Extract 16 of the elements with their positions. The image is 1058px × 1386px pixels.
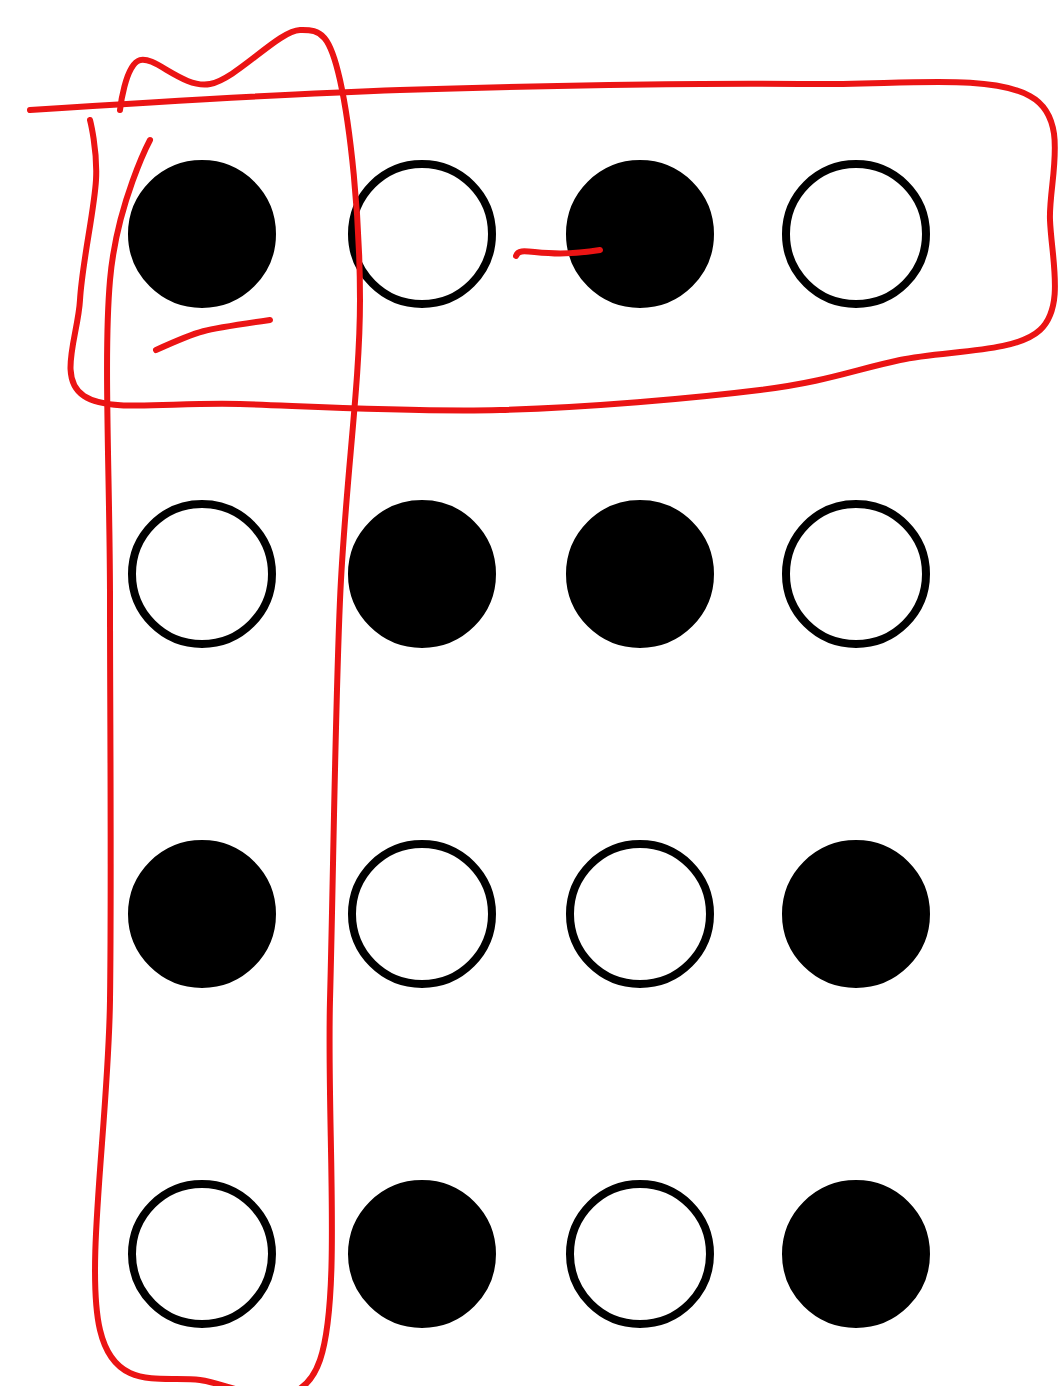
open-circle	[128, 500, 276, 648]
open-circle	[566, 1180, 714, 1328]
filled-circle	[566, 160, 714, 308]
open-circle	[566, 840, 714, 988]
open-circle	[782, 500, 930, 648]
filled-circle	[348, 1180, 496, 1328]
open-circle	[348, 840, 496, 988]
filled-circle	[348, 500, 496, 648]
open-circle	[782, 160, 930, 308]
open-circle	[348, 160, 496, 308]
filled-circle	[128, 840, 276, 988]
filled-circle	[128, 160, 276, 308]
filled-circle	[782, 840, 930, 988]
open-circle	[128, 1180, 276, 1328]
filled-circle	[782, 1180, 930, 1328]
filled-circle	[566, 500, 714, 648]
